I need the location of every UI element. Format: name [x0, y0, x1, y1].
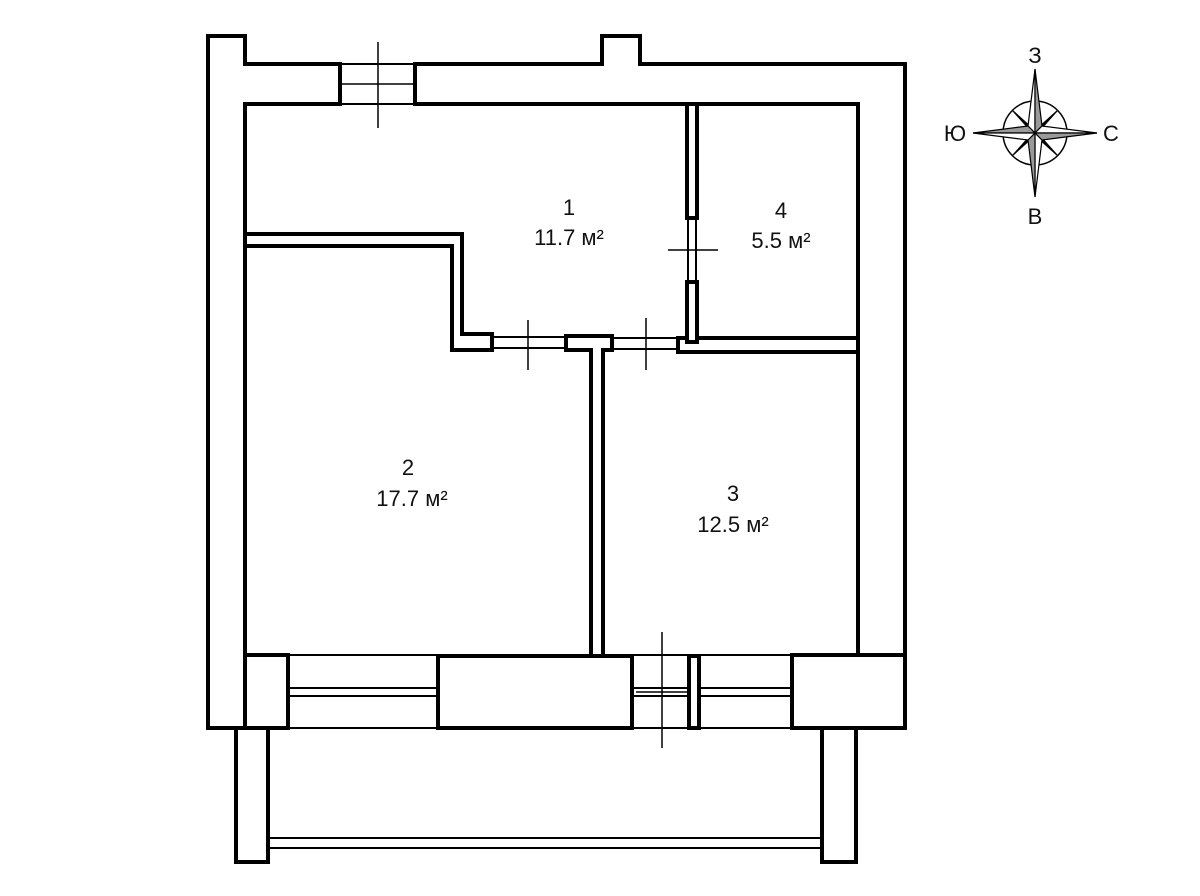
right-lower-wall — [790, 653, 907, 730]
wall-room1-room3 — [676, 336, 860, 354]
room-1-label: 1 11.7 м² — [534, 195, 604, 250]
room-1-number: 1 — [563, 195, 575, 220]
room-1-area: 11.7 м² — [534, 225, 604, 250]
room-4-number: 4 — [775, 198, 787, 223]
compass-left-label: Ю — [944, 121, 966, 146]
wall-center-stub — [564, 334, 614, 658]
room-3-area: 12.5 м² — [697, 512, 768, 537]
wall-room1-room4-upper — [685, 102, 699, 220]
room-3-number: 3 — [727, 481, 739, 506]
doors — [492, 218, 718, 370]
room-4-area: 5.5 м² — [751, 228, 810, 253]
top-outer-wall — [413, 34, 907, 730]
balcony-door-frame — [687, 654, 701, 730]
top-window — [340, 42, 415, 128]
outer-walls — [206, 34, 907, 730]
compass-rose: З Ю С В — [944, 43, 1119, 229]
bottom-windows — [288, 632, 792, 748]
bottom-left-wall — [243, 653, 290, 730]
room-2-label: 2 17.7 м² — [376, 455, 447, 511]
balcony — [234, 726, 858, 864]
wall-room1-room4-lower — [685, 280, 699, 344]
compass-right-label: С — [1103, 121, 1119, 146]
room-2-area: 17.7 м² — [376, 486, 447, 511]
compass-bottom-label: В — [1028, 204, 1043, 229]
interior-walls — [243, 102, 860, 658]
compass-star-icon — [972, 68, 1098, 198]
room-2-number: 2 — [402, 455, 414, 480]
compass-top-label: З — [1028, 43, 1041, 68]
room-3-label: 3 12.5 м² — [697, 481, 768, 537]
wall-room1-room2 — [243, 232, 494, 352]
room-4-label: 4 5.5 м² — [751, 198, 810, 253]
left-outer-wall — [206, 34, 342, 730]
bottom-middle-pier — [436, 654, 634, 730]
